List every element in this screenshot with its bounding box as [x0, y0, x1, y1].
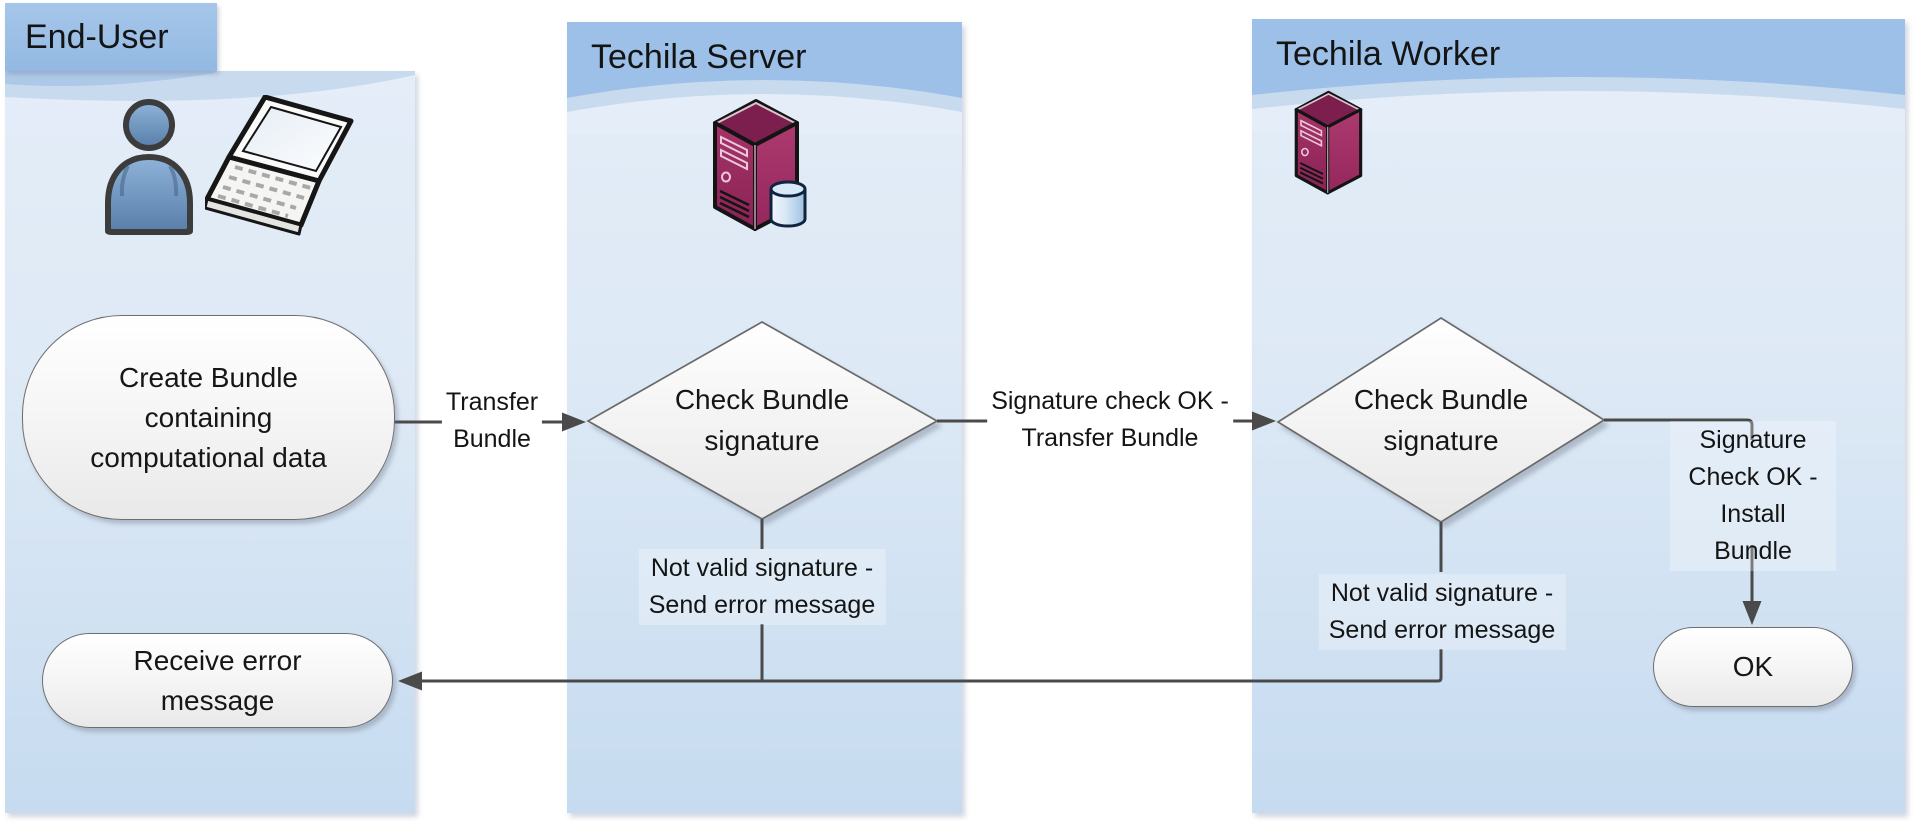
server-vents — [1299, 162, 1324, 185]
lane-title-end-user: End-User — [25, 17, 169, 56]
server-vents — [719, 189, 750, 219]
laptop-keys — [217, 165, 312, 218]
lane-end-user-header: End-User — [5, 3, 217, 71]
lane-end-user-arc-decoration — [5, 71, 415, 101]
laptop-icon — [205, 95, 354, 236]
create-bundle-node: Create Bundle containing computational d… — [22, 315, 395, 520]
receive-error-node: Receive error message — [42, 633, 393, 728]
ok-node: OK — [1653, 627, 1853, 707]
worker-check-label: Check Bundle signature — [1353, 384, 1529, 456]
lane-title-techila-worker: Techila Worker — [1276, 35, 1501, 73]
edge-label-transfer-bundle: Transfer Bundle — [441, 384, 543, 458]
edge-label-server-not-valid: Not valid signature - Send error message — [638, 549, 886, 625]
person-icon — [105, 99, 193, 235]
database-cylinder — [769, 189, 807, 228]
edge-label-signature-ok-install: Signature Check OK - Install Bundle — [1670, 421, 1836, 571]
server-tower-icon — [1294, 90, 1363, 195]
server-tower-with-database-icon — [713, 99, 807, 231]
lane-title-techila-server: Techila Server — [591, 38, 807, 76]
server-check-label: Check Bundle signature — [674, 384, 850, 456]
edge-label-worker-not-valid: Not valid signature - Send error message — [1318, 574, 1566, 650]
edge-label-signature-ok-transfer: Signature check OK - Transfer Bundle — [987, 383, 1233, 457]
